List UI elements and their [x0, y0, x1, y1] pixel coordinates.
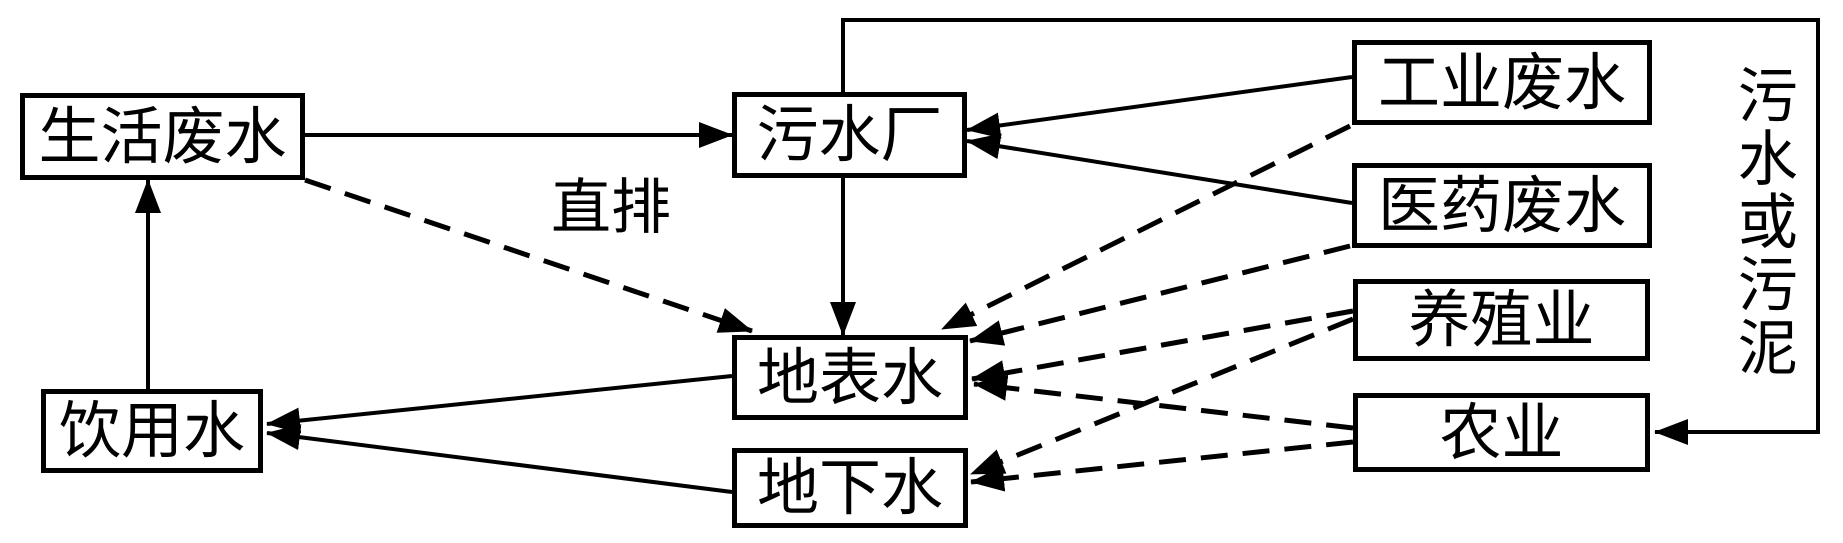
node-surface-water: 地表水: [732, 335, 968, 420]
edge-aquaculture-to-groundwater: [970, 316, 1354, 477]
edge-agriculture-to-surface: [973, 374, 1354, 431]
label-direct-discharge: 直排: [551, 173, 671, 243]
node-groundwater: 地下水: [732, 448, 968, 528]
edge-agriculture-to-groundwater: [970, 439, 1354, 492]
node-medical-wastewater: 医药废水: [1352, 163, 1652, 248]
edge-plant-to-agriculture: [841, 18, 1820, 445]
node-industrial-wastewater: 工业废水: [1352, 40, 1652, 125]
edge-surface-to-drinking: [266, 374, 733, 434]
edge-industrial-to-plant: [966, 75, 1353, 139]
edge-medical-to-plant: [966, 133, 1353, 205]
node-drinking-water: 饮用水: [41, 389, 263, 473]
node-domestic-wastewater: 生活废水: [20, 93, 305, 180]
label-sewage-or-sludge: 污水或污泥: [1727, 64, 1798, 379]
edge-domestic-to-surface-direct: [304, 177, 753, 334]
node-agriculture: 农业: [1353, 393, 1650, 472]
edge-aquaculture-to-surface: [971, 308, 1354, 386]
edge-medical-to-surface: [969, 243, 1351, 346]
node-sewage-plant: 污水厂: [732, 92, 967, 178]
edge-groundwater-to-drinking: [266, 424, 733, 494]
node-aquaculture: 养殖业: [1353, 279, 1650, 361]
edge-industrial-to-surface: [940, 123, 1352, 332]
